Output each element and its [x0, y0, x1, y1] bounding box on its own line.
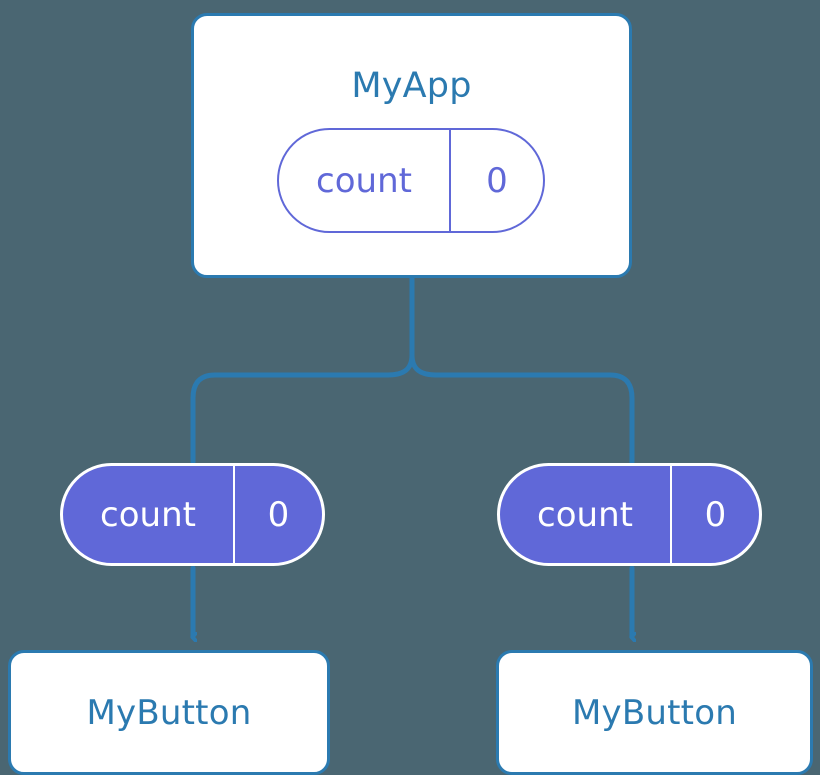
prop-pill-right-key: count	[500, 466, 672, 563]
component-title-myapp: MyApp	[351, 66, 472, 106]
prop-pill-right-value: 0	[704, 494, 727, 535]
prop-pill-left-value: 0	[267, 494, 290, 535]
state-pill-value: 0	[486, 160, 508, 201]
prop-pill-left-key: count	[63, 466, 235, 563]
component-title-mybutton-right: MyButton	[572, 692, 737, 733]
prop-pill-left[interactable]: count 0	[60, 463, 325, 566]
state-pill-myapp[interactable]: count 0	[277, 128, 545, 233]
component-title-mybutton-left: MyButton	[86, 692, 252, 733]
prop-pill-right[interactable]: count 0	[497, 463, 762, 566]
component-box-mybutton-left[interactable]: MyButton	[8, 650, 330, 775]
state-pill-key: count	[279, 130, 451, 231]
connector-trunk	[190, 275, 415, 465]
connector-branch-right	[409, 352, 635, 465]
component-box-mybutton-right[interactable]: MyButton	[496, 650, 813, 775]
